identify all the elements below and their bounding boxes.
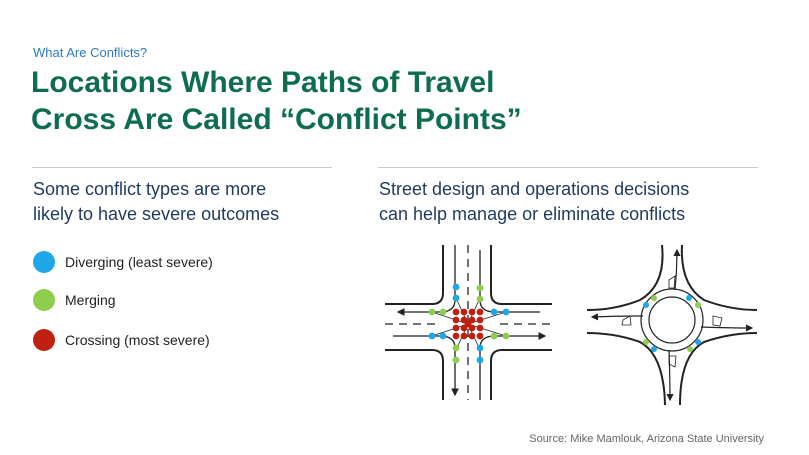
- conflict-point: [452, 356, 460, 364]
- conflict-point: [651, 295, 657, 301]
- conflict-point: [476, 308, 484, 316]
- right-heading-line-2: can help manage or eliminate conflicts: [379, 204, 686, 224]
- conflict-point: [439, 308, 447, 316]
- conflict-point: [468, 332, 476, 340]
- legend-item-diverging: Diverging (least severe): [33, 251, 213, 273]
- conflict-point: [651, 346, 657, 352]
- intersection-conflict-points: [428, 283, 510, 364]
- legend-label: Merging: [65, 292, 116, 308]
- conflict-point: [428, 332, 436, 340]
- conflict-point: [452, 294, 460, 302]
- green-dot-icon: [33, 289, 55, 311]
- legend-item-crossing: Crossing (most severe): [33, 329, 210, 351]
- left-heading: Some conflict types are more likely to h…: [33, 177, 279, 227]
- left-divider: [32, 167, 332, 168]
- left-heading-line-2: likely to have severe outcomes: [33, 204, 280, 224]
- conflict-point: [476, 332, 484, 340]
- title-line-2: Cross Are Called “Conflict Points”: [31, 103, 522, 136]
- conflict-point: [490, 332, 498, 340]
- conflict-point: [490, 308, 498, 316]
- roundabout-conflict-points: [643, 295, 701, 352]
- conflict-point: [695, 339, 701, 345]
- conflict-point: [476, 295, 484, 303]
- right-heading: Street design and operations decisions c…: [379, 177, 689, 227]
- conflict-point: [460, 308, 468, 316]
- conflict-point: [452, 316, 460, 324]
- conflict-point: [686, 295, 692, 301]
- conflict-point: [452, 283, 460, 291]
- legend-item-merging: Merging: [33, 289, 116, 311]
- conflict-point: [439, 332, 447, 340]
- conflict-point: [476, 344, 484, 352]
- conflict-point: [643, 302, 649, 308]
- conflict-point: [643, 339, 649, 345]
- right-divider: [378, 167, 758, 168]
- conflict-point: [476, 356, 484, 364]
- right-heading-line-1: Street design and operations decisions: [379, 179, 690, 199]
- blue-dot-icon: [33, 251, 55, 273]
- conflict-point: [502, 308, 510, 316]
- conflict-point: [468, 308, 476, 316]
- conflict-point: [695, 302, 701, 308]
- conflict-point: [687, 346, 693, 352]
- conflict-point: [476, 284, 484, 292]
- conflict-point: [476, 316, 484, 324]
- conflict-point: [460, 332, 468, 340]
- red-dot-icon: [33, 329, 55, 351]
- conflict-point: [428, 308, 436, 316]
- title-line-1: Locations Where Paths of Travel: [31, 66, 495, 99]
- conflict-point: [452, 344, 460, 352]
- conflict-point: [452, 308, 460, 316]
- legend-label: Crossing (most severe): [65, 332, 210, 348]
- source-credit: Source: Mike Mamlouk, Arizona State Univ…: [529, 433, 764, 445]
- conflict-point: [464, 320, 472, 328]
- conflict-point: [452, 332, 460, 340]
- conflict-point: [476, 324, 484, 332]
- roundabout-diagram: [586, 244, 758, 406]
- legend-label: Diverging (least severe): [65, 254, 213, 270]
- conflict-point: [452, 324, 460, 332]
- section-kicker: What Are Conflicts?: [33, 45, 148, 60]
- slide-title: Locations Where Paths of Travel Cross Ar…: [31, 64, 522, 138]
- conflict-point: [502, 332, 510, 340]
- left-heading-line-1: Some conflict types are more: [33, 179, 267, 199]
